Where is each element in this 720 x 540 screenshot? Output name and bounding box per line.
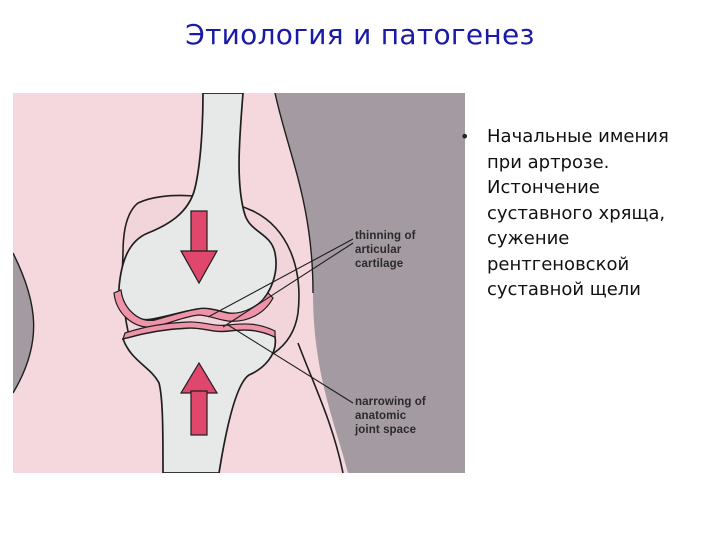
leader-line-cartilage-1 [207, 238, 354, 318]
down-arrow-icon [179, 210, 219, 285]
label-joint-space-line-3: joint space [354, 424, 416, 436]
label-joint-space-line-1: narrowing of [355, 396, 426, 408]
label-cartilage-line-2: articular [355, 244, 402, 256]
bullet-list: • Начальные имения при артрозе. Истончен… [460, 124, 718, 303]
leader-line-joint-space [227, 324, 354, 404]
leader-line-cartilage-2 [222, 242, 354, 328]
fibula-edge [297, 342, 344, 473]
leg-outline-right [274, 93, 314, 294]
bullet-dot-icon: • [460, 127, 470, 146]
label-cartilage-line-3: cartilage [355, 258, 403, 270]
leg-outline-left [13, 252, 35, 394]
label-cartilage-line-1: thinning of [355, 230, 416, 242]
up-arrow-icon [179, 361, 219, 436]
bullet-text: Начальные имения при артрозе. Истончение… [487, 126, 669, 300]
slide-title: Этиология и патогенез [185, 18, 535, 51]
label-joint-space-line-2: anatomic [355, 410, 407, 422]
tibial-cartilage [122, 321, 276, 340]
knee-joint-diagram: thinning of articular cartilage narrowin… [13, 93, 465, 473]
